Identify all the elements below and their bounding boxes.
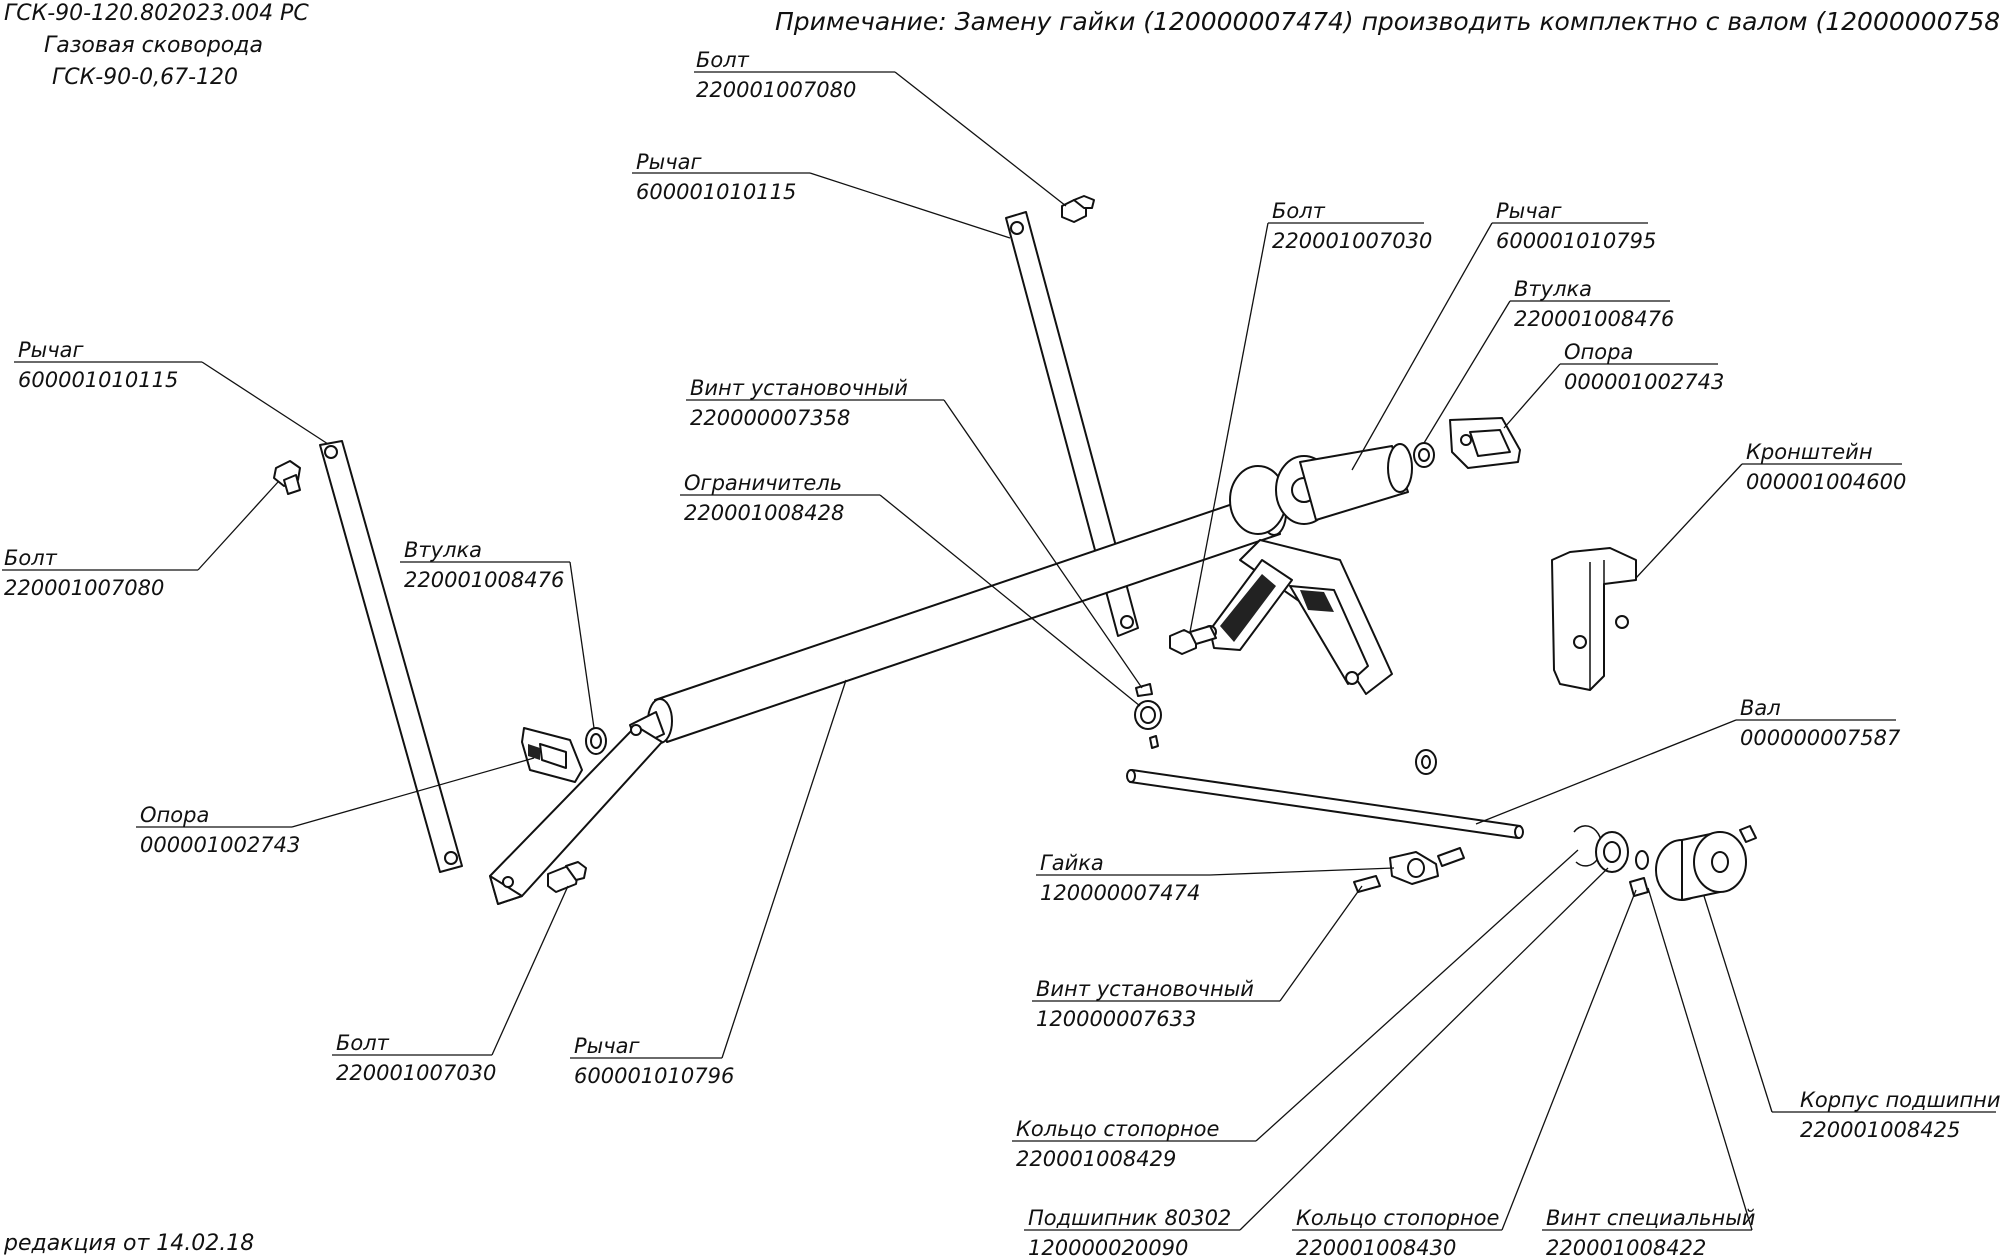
callout-retaining-ring-2: Кольцо стопорное 220001008430	[1292, 889, 1637, 1258]
bushing-right-part	[1413, 442, 1435, 468]
callout-name: Кольцо стопорное	[1296, 1206, 1499, 1230]
limiter-part	[1134, 683, 1162, 749]
callout-name: Рычаг	[636, 150, 703, 174]
callout-code: 220001008476	[404, 568, 564, 592]
bushing-left-part	[585, 727, 607, 755]
bearing-housing-part	[1655, 825, 1757, 901]
callout-bolt-left: Болт 220001007080	[2, 481, 279, 600]
callout-name: Ограничитель	[684, 471, 842, 495]
lever-shaft-part	[489, 490, 1287, 905]
callout-code: 000001002743	[1564, 370, 1724, 394]
callout-bearing-housing: Корпус подшипника 220001008425	[1703, 895, 2000, 1142]
callout-bushing-left: Втулка 220001008476	[400, 538, 595, 729]
callout-code: 000000007587	[1740, 726, 1901, 750]
replacement-note: Примечание: Замену гайки (120000007474) …	[775, 7, 2000, 36]
nut-part	[1389, 847, 1465, 885]
callout-name: Болт	[336, 1031, 390, 1055]
callout-code: 600001010795	[1496, 229, 1656, 253]
callout-bolt-lower-left: Болт 220001007030	[332, 885, 569, 1085]
bearing-part	[1595, 831, 1629, 873]
bolt-left-part	[273, 460, 301, 495]
callout-code: 120000020090	[1028, 1236, 1188, 1258]
callout-code: 000001004600	[1746, 470, 1906, 494]
callout-name: Винт установочный	[1036, 977, 1254, 1001]
callout-code: 220001008430	[1296, 1236, 1456, 1258]
callout-name: Вал	[1740, 696, 1781, 720]
callout-name: Болт	[4, 546, 58, 570]
ring-small-part	[1415, 749, 1437, 775]
parts-drawing	[273, 195, 1757, 905]
callout-code: 000001002743	[140, 833, 300, 857]
shaft-part	[1126, 769, 1524, 839]
bracket-part	[1551, 547, 1637, 691]
bolt-lower-left-part	[547, 861, 587, 893]
lever-right-part	[1203, 443, 1413, 695]
callout-setscrew-lower: Винт установочный 120000007633	[1032, 885, 1363, 1031]
bolt-mid-part	[1169, 625, 1217, 655]
callout-bearing: Подшипник 80302 120000020090	[1024, 867, 1609, 1258]
callout-name: Гайка	[1040, 851, 1104, 875]
callout-name: Болт	[696, 48, 750, 72]
callout-name: Винт установочный	[690, 376, 908, 400]
setscrew-lower-part	[1353, 875, 1381, 893]
callout-bracket: Кронштейн 000001004600	[1635, 440, 1906, 579]
retaining-ring-2-part	[1635, 850, 1649, 870]
callout-name: Болт	[1272, 199, 1326, 223]
callout-lever-center: Рычаг 600001010115	[632, 150, 1011, 239]
callout-code: 220001007080	[4, 576, 164, 600]
callout-special-screw: Винт специальный 220001008422	[1542, 887, 1755, 1258]
callout-code: 120000007474	[1040, 881, 1200, 905]
callout-name: Винт специальный	[1546, 1206, 1755, 1230]
callout-bolt-mid: Болт 220001007030	[1189, 199, 1432, 633]
callout-name: Корпус подшипника	[1800, 1088, 2000, 1112]
callout-code: 220001007030	[1272, 229, 1432, 253]
callout-name: Подшипник 80302	[1028, 1206, 1231, 1230]
callout-retaining-ring-1: Кольцо стопорное 220001008429	[1012, 849, 1579, 1171]
callout-support-right: Опора 000001002743	[1503, 340, 1724, 429]
callout-lever-left: Рычаг 600001010115	[14, 338, 329, 445]
callout-name: Кольцо стопорное	[1016, 1117, 1219, 1141]
lever-left-part	[319, 440, 463, 873]
callout-code: 220001008429	[1016, 1147, 1176, 1171]
callout-name: Втулка	[404, 538, 482, 562]
header-block: ГСК-90-120.802023.004 РС Газовая сковоро…	[4, 1, 309, 90]
special-screw-part	[1629, 877, 1649, 897]
callout-code: 220001008425	[1800, 1118, 1960, 1142]
callout-name: Рычаг	[574, 1034, 641, 1058]
callout-lever-right: Рычаг 600001010795	[1351, 199, 1656, 471]
bolt-top-part	[1061, 195, 1095, 223]
doc-code: ГСК-90-120.802023.004 РС	[4, 1, 309, 26]
callout-bolt-top: Болт 220001007080	[694, 48, 1067, 207]
callout-code: 220001007030	[336, 1061, 496, 1085]
product-name: Газовая сковорода	[44, 33, 263, 58]
callout-code: 600001010115	[636, 180, 796, 204]
callout-code: 220001008422	[1546, 1236, 1706, 1258]
callout-setscrew-center: Винт установочный 220000007358	[686, 376, 1143, 689]
product-model: ГСК-90-0,67-120	[52, 65, 238, 90]
lever-center-part	[1005, 211, 1139, 637]
support-right-part	[1449, 417, 1521, 469]
callout-name: Кронштейн	[1746, 440, 1873, 464]
callout-code: 220001008428	[684, 501, 844, 525]
callout-code: 600001010115	[18, 368, 178, 392]
support-left-part	[521, 727, 583, 783]
revision-date: редакция от 14.02.18	[3, 1231, 254, 1256]
callout-name: Втулка	[1514, 277, 1592, 301]
callout-name: Рычаг	[1496, 199, 1563, 223]
callout-name: Рычаг	[18, 338, 85, 362]
callout-support-left: Опора 000001002743	[136, 757, 535, 857]
callout-code: 220000007358	[690, 406, 850, 430]
callout-name: Опора	[1564, 340, 1633, 364]
callout-code: 600001010796	[574, 1064, 734, 1088]
callout-shaft: Вал 000000007587	[1475, 696, 1901, 825]
callout-lever-shaft: Рычаг 600001010796	[570, 679, 847, 1088]
callout-bushing-right: Втулка 220001008476	[1423, 277, 1674, 444]
callout-limiter: Ограничитель 220001008428	[680, 471, 1141, 707]
callout-code: 220001008476	[1514, 307, 1674, 331]
callout-code: 120000007633	[1036, 1007, 1196, 1031]
callout-code: 220001007080	[696, 78, 856, 102]
callout-nut: Гайка 120000007474	[1036, 851, 1395, 905]
callout-name: Опора	[140, 803, 209, 827]
